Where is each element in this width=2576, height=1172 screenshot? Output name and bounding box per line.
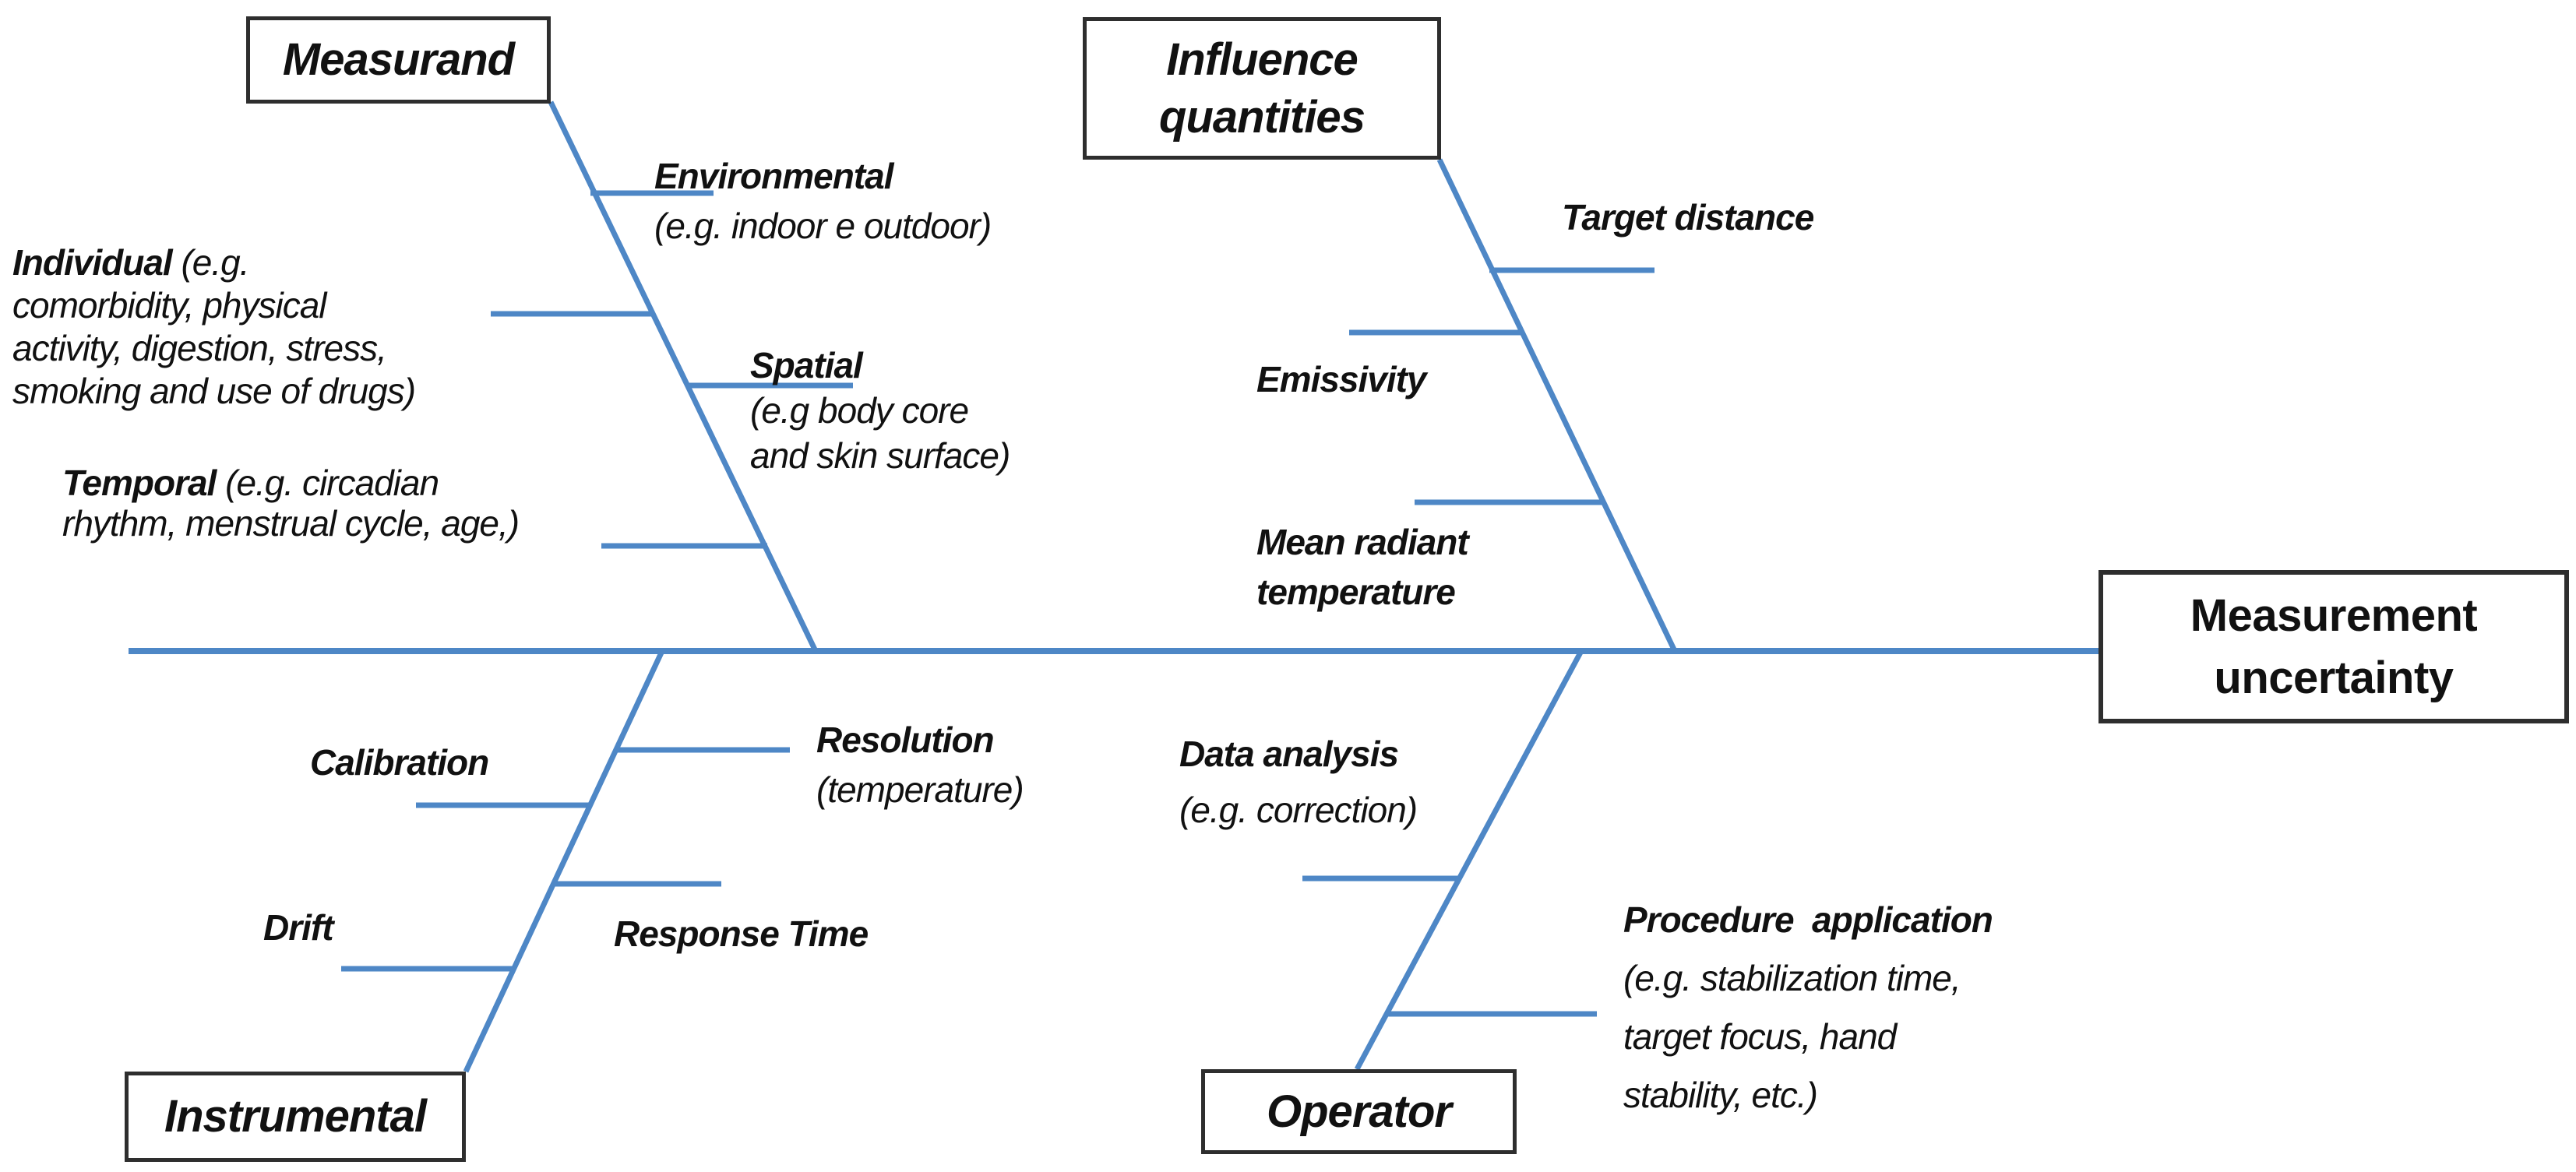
- cause-resolution: Resolution (temperature): [816, 715, 1024, 815]
- cause-response-time-name: Response Time: [614, 913, 869, 954]
- cause-data-analysis-name: Data analysis: [1179, 734, 1399, 774]
- cause-spatial: Spatial (e.g body core and skin surface): [750, 343, 1010, 478]
- cause-individual-name: Individual: [12, 242, 173, 283]
- cause-drift-name: Drift: [263, 907, 334, 948]
- cause-environmental-name: Environmental: [654, 156, 894, 196]
- cause-mean-radiant-temperature-name: Mean radiant temperature: [1256, 522, 1469, 612]
- cause-procedure-application-detail: (e.g. stabilization time, target focus, …: [1623, 958, 1961, 1115]
- cause-procedure-application: Procedure application (e.g. stabilizatio…: [1623, 891, 1993, 1124]
- cause-data-analysis: Data analysis (e.g. correction): [1179, 726, 1418, 838]
- cause-emissivity: Emissivity: [1256, 355, 1427, 403]
- cause-emissivity-name: Emissivity: [1256, 359, 1427, 399]
- cause-spatial-detail: (e.g body core and skin surface): [750, 390, 1010, 476]
- operator-category-box: Operator: [1201, 1069, 1517, 1154]
- cause-mean-radiant-temperature: Mean radiant temperature: [1256, 517, 1469, 617]
- effect-box: Measurement uncertainty: [2099, 570, 2569, 723]
- influence-branch-line: [1436, 158, 1678, 653]
- cause-environmental: Environmental (e.g. indoor e outdoor): [654, 151, 992, 251]
- operator-branch-line: [1354, 649, 1584, 1071]
- cause-spatial-name: Spatial: [750, 345, 863, 385]
- cause-target-distance-name: Target distance: [1562, 197, 1814, 238]
- cause-individual: Individual (e.g. comorbidity, physical a…: [12, 241, 416, 413]
- influence-quantities-category-box: Influence quantities: [1083, 17, 1441, 160]
- cause-temporal-name: Temporal: [62, 463, 217, 503]
- operator-category-label: Operator: [1267, 1086, 1452, 1137]
- instrumental-category-label: Instrumental: [164, 1091, 427, 1142]
- cause-resolution-detail: (temperature): [816, 769, 1024, 810]
- cause-data-analysis-detail: (e.g. correction): [1179, 790, 1418, 830]
- measurand-category-box: Measurand: [246, 16, 551, 104]
- measurand-category-label: Measurand: [282, 34, 515, 85]
- cause-temporal-detail: (e.g. circadian rhythm, menstrual cycle,…: [62, 463, 520, 544]
- cause-drift: Drift: [263, 903, 334, 952]
- instrumental-category-box: Instrumental: [125, 1072, 466, 1162]
- influence-quantities-category-label: Influence quantities: [1159, 33, 1366, 143]
- cause-individual-detail: (e.g. comorbidity, physical activity, di…: [12, 242, 416, 411]
- effect-label: Measurement uncertainty: [2190, 590, 2478, 703]
- cause-environmental-detail: (e.g. indoor e outdoor): [654, 206, 992, 246]
- cause-calibration: Calibration: [310, 738, 489, 787]
- cause-response-time: Response Time: [614, 910, 869, 958]
- cause-temporal: Temporal (e.g. circadian rhythm, menstru…: [62, 463, 520, 544]
- cause-calibration-name: Calibration: [310, 742, 489, 783]
- cause-procedure-application-name: Procedure application: [1623, 899, 1993, 940]
- cause-resolution-name: Resolution: [816, 720, 995, 760]
- cause-target-distance: Target distance: [1562, 193, 1814, 241]
- instrumental-branch-line: [463, 649, 665, 1073]
